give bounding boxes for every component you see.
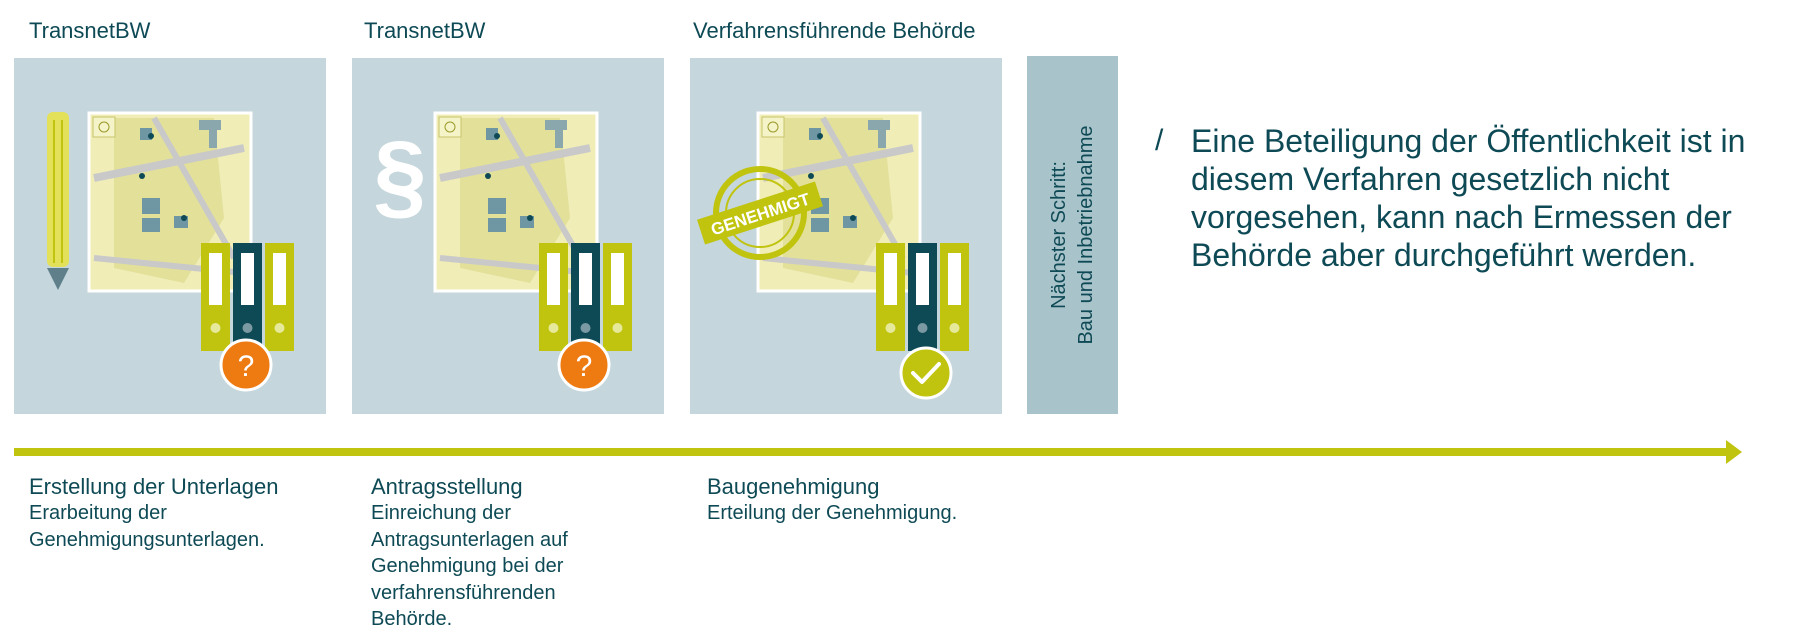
public-participation-note: / Eine Beteiligung der Öffentlichkeit is… (1155, 122, 1755, 274)
step-title-2: Antragsstellung (371, 474, 523, 499)
step-desc-2: Einreichung der Antragsunterlagen auf Ge… (371, 502, 568, 630)
binders-icon (876, 243, 969, 351)
question-mark: ? (238, 350, 255, 383)
question-mark: ? (576, 350, 593, 383)
actor-label-3: Verfahrensführende Behörde (693, 18, 976, 43)
actor-label-1: TransnetBW (29, 18, 151, 43)
paragraph-icon: § (373, 122, 426, 229)
panel-application: § ? (352, 58, 664, 414)
step-desc-3: Erteilung der Genehmigung. (707, 502, 958, 524)
check-icon (899, 346, 953, 400)
next-step-label: Nächster Schritt: Bau und Inbetriebnahme (1046, 125, 1100, 344)
actor-label-2: TransnetBW (364, 18, 486, 43)
timeline-arrow (14, 440, 1742, 464)
site-plan-icon (433, 111, 599, 293)
binders-icon (201, 243, 294, 351)
pencil-icon (47, 112, 69, 290)
question-icon: ? (219, 338, 273, 392)
next-step-box: Nächster Schritt: Bau und Inbetriebnahme (1027, 56, 1118, 414)
binders-icon (539, 243, 632, 351)
question-icon: ? (557, 338, 611, 392)
next-step-line2: Bau und Inbetriebnahme (1074, 125, 1097, 345)
step-desc-1: Erarbeitung der Genehmigungsunterlagen. (29, 502, 265, 551)
note-text: Eine Beteiligung der Öffentlichkeit ist … (1191, 123, 1746, 273)
next-step-line1: Nächster Schritt: (1047, 161, 1070, 309)
step-title-1: Erstellung der Unterlagen (29, 474, 279, 499)
panel-document-creation: ? (14, 58, 326, 414)
panel-approval: GENEHMIGT (690, 58, 1002, 414)
step-title-3: Baugenehmigung (707, 474, 880, 499)
slash-marker: / (1155, 124, 1164, 157)
site-plan-icon (87, 111, 253, 293)
